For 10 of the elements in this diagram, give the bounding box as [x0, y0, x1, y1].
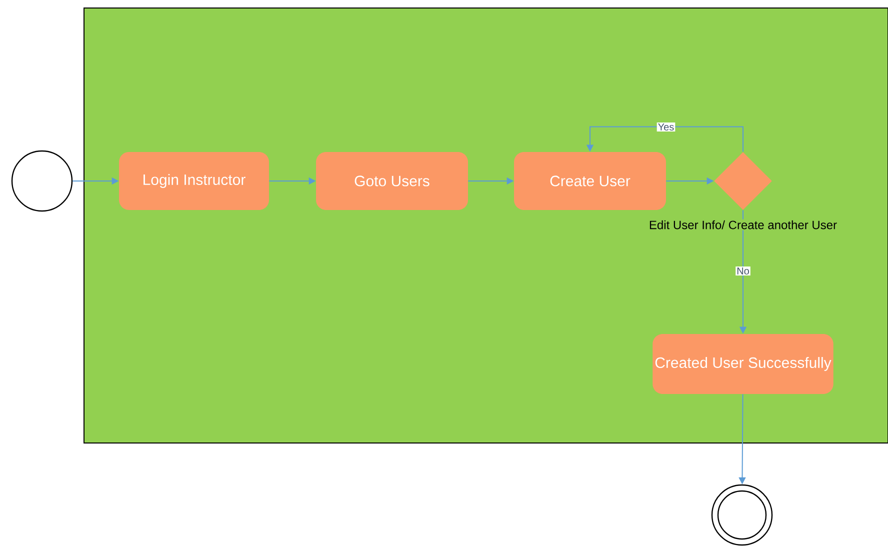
start-circle [11, 150, 73, 212]
edge-label: No [736, 266, 750, 276]
action-box: Created User Successfully [652, 334, 834, 394]
decision-diamond [714, 152, 772, 210]
action-box: Create User [514, 152, 666, 210]
decision-caption: Edit User Info/ Create another User [648, 219, 838, 230]
end-circle [711, 484, 773, 546]
edge-label: Yes [656, 122, 676, 132]
action-box: Goto Users [316, 152, 468, 210]
action-box: Login Instructor [119, 152, 269, 210]
